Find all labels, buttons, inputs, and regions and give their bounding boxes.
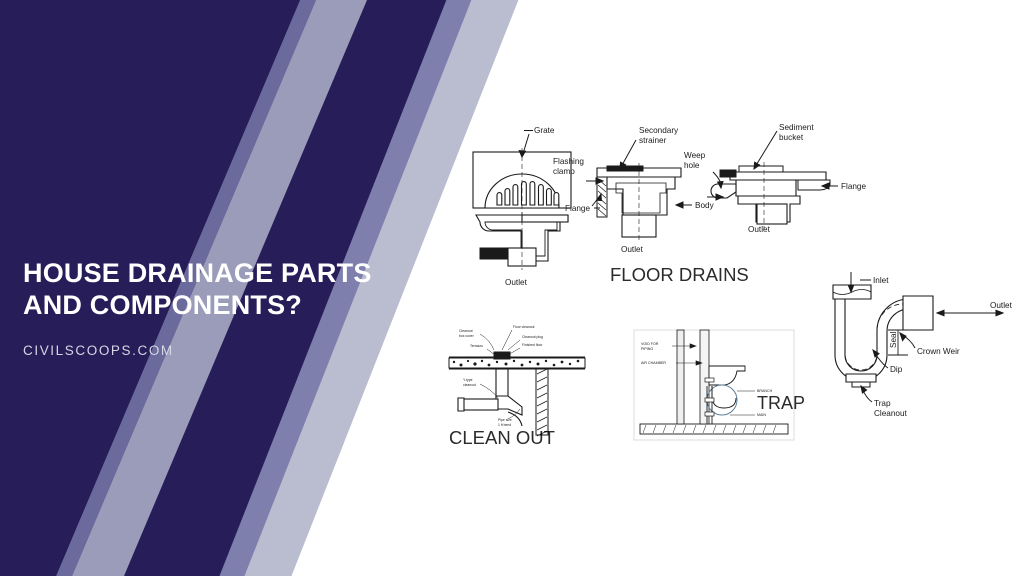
trap-label-main: MAIN xyxy=(757,413,766,417)
svg-text:Cleanout: Cleanout xyxy=(874,409,907,418)
svg-text:Inlet: Inlet xyxy=(873,276,889,285)
svg-text:Secondary: Secondary xyxy=(639,126,679,135)
cleanout-label-y-type: Y-type xyxy=(463,378,473,382)
svg-text:Outlet: Outlet xyxy=(990,301,1013,310)
svg-text:Sediment: Sediment xyxy=(779,123,814,132)
trap-label-air-chamber: AIR CHAMBER xyxy=(641,361,666,365)
svg-text:Trap: Trap xyxy=(874,399,891,408)
trap-label-branch: BRANCH xyxy=(757,389,773,393)
caption-floor-drains: FLOOR DRAINS xyxy=(610,264,749,285)
cleanout-label-plug: Cleanout plug xyxy=(522,335,543,339)
svg-text:Grate: Grate xyxy=(534,126,555,135)
figure-floor-drain-left: Grate Outlet xyxy=(472,126,572,287)
cleanout-label-box-cover: Cleanout xyxy=(459,329,473,333)
cleanout-label-box-cover2: box cover xyxy=(459,334,475,338)
trap-label-void2: PIPING xyxy=(641,347,653,351)
svg-text:Crown Weir: Crown Weir xyxy=(917,347,960,356)
svg-text:Seal: Seal xyxy=(889,331,898,348)
cleanout-label-finished-floor: Finished floor xyxy=(522,343,543,347)
svg-text:Outlet: Outlet xyxy=(505,278,528,287)
svg-text:hole: hole xyxy=(684,161,700,170)
svg-text:Outlet: Outlet xyxy=(621,245,644,254)
cleanout-label-pipe-size: Pipe size xyxy=(498,418,512,422)
cleanout-label-terrazzo: Terrazzo xyxy=(470,344,483,348)
figure-trap-riser: VOID FOR PIPING AIR CHAMBER BRANCH MAIN … xyxy=(633,329,805,441)
svg-text:strainer: strainer xyxy=(639,136,667,145)
headline-block: HOUSE DRAINAGE PARTS AND COMPONENTS? CIV… xyxy=(23,258,423,358)
figure-floor-drain-middle: Flashing clamp Flange Secondary strainer… xyxy=(553,126,749,285)
svg-text:clamp: clamp xyxy=(553,167,575,176)
cleanout-label-floor-cleanout: Floor cleanout xyxy=(513,325,535,329)
page-title-line-2: AND COMPONENTS? xyxy=(23,289,302,320)
page-title-line-1: HOUSE DRAINAGE PARTS xyxy=(23,258,372,288)
page-title: HOUSE DRAINAGE PARTS AND COMPONENTS? xyxy=(23,258,423,321)
svg-text:Flange: Flange xyxy=(565,204,590,213)
svg-text:Dip: Dip xyxy=(890,365,903,374)
svg-text:Outlet: Outlet xyxy=(748,225,771,234)
caption-trap: TRAP xyxy=(757,393,805,413)
caption-clean-out: CLEAN OUT xyxy=(449,427,555,448)
svg-text:Weep: Weep xyxy=(684,151,706,160)
figure-clean-out: Cleanout box cover Floor cleanout Cleano… xyxy=(448,325,586,437)
svg-text:Body: Body xyxy=(695,201,715,210)
svg-text:bucket: bucket xyxy=(779,133,804,142)
svg-text:Flange: Flange xyxy=(841,182,866,191)
figure-floor-drain-right: Sediment bucket Weep hole Flange Outlet xyxy=(684,123,866,234)
trap-label-void: VOID FOR xyxy=(641,342,659,346)
figure-p-trap: Inlet Outlet Seal Crown Weir Dip xyxy=(832,272,1013,418)
site-url: CIVILSCOOPS.COM xyxy=(23,343,174,359)
svg-text:Flashing: Flashing xyxy=(553,157,584,166)
cleanout-label-y-type2: cleanout xyxy=(463,383,476,387)
